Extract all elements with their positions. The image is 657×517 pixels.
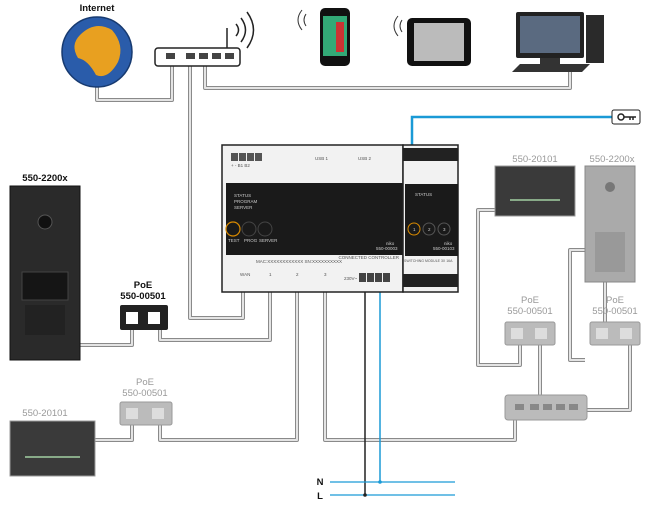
mains-wiring xyxy=(330,115,612,497)
server-label: SERVER xyxy=(259,238,278,243)
poe-model-label: 550-00501 xyxy=(120,291,166,302)
neutral-label: N xyxy=(317,477,324,488)
channel-1-label: 1 xyxy=(413,227,416,232)
live-label: L xyxy=(317,491,323,502)
connected-controller-label: CONNECTED CONTROLLER xyxy=(338,255,399,260)
program-led-label: PROGRAM xyxy=(234,199,258,204)
touch-panel-right xyxy=(494,165,576,217)
poe-label: PoE xyxy=(606,295,624,306)
poe-label: PoE xyxy=(134,280,152,291)
door-panel-right-label: 550-2200x xyxy=(590,154,635,165)
poe-injector-right-2: PoE 550-00501 xyxy=(589,295,641,346)
network-switch-icon xyxy=(504,394,588,421)
touch-panel-left-label: 550-20101 xyxy=(22,408,67,419)
server-led-label: SERVER xyxy=(234,205,253,210)
poe-label: PoE xyxy=(136,377,154,388)
poe-injector-middle: PoE 550-00501 xyxy=(119,377,173,426)
usb1-label: USB 1 xyxy=(315,156,329,161)
port-1-label: 1 xyxy=(269,272,272,277)
poe-model-label: 550-00501 xyxy=(122,388,167,399)
poe-model-label: 550-00501 xyxy=(507,306,552,317)
desktop-computer-icon xyxy=(512,12,604,72)
prog-button[interactable] xyxy=(241,221,257,237)
module-model-label: 550-00103 xyxy=(433,246,455,251)
channel-2-label: 2 xyxy=(428,227,431,232)
switching-module: STATUS 1 2 3 niko 550-00103 SWITCHING MO… xyxy=(402,144,459,293)
test-label: TEST xyxy=(228,238,240,243)
model-label: 550-00003 xyxy=(376,246,398,251)
port-wan-label: WAN xyxy=(240,272,250,277)
door-panel-left-label: 550-2200x xyxy=(22,173,68,184)
tablet-icon xyxy=(393,15,471,66)
router-icon xyxy=(154,11,255,67)
bus-terminals-label: + - B1 B2 xyxy=(231,163,250,168)
brand-label: niko xyxy=(386,241,395,246)
touch-panel-left xyxy=(9,420,96,477)
connected-controller: + - B1 B2 USB 1 USB 2 STATUS PROGRAM SER… xyxy=(221,144,404,293)
usb2-label: USB 2 xyxy=(358,156,372,161)
touch-panel-right-label: 550-20101 xyxy=(512,154,557,165)
globe-icon xyxy=(61,16,133,88)
module-title-label: SWITCHING MODULE 3X 16A xyxy=(404,259,453,263)
poe-model-label: 550-00501 xyxy=(592,306,637,317)
poe-injector-left: PoE 550-00501 xyxy=(120,280,168,330)
module-status-label: STATUS xyxy=(415,192,432,197)
prog-label: PROG xyxy=(244,238,258,243)
smartphone-icon xyxy=(297,8,350,66)
voltage-label: 230V~ xyxy=(344,276,358,281)
server-button[interactable] xyxy=(257,221,273,237)
door-panel-right xyxy=(584,165,636,283)
door-panel-left xyxy=(9,185,81,361)
network-cables xyxy=(80,66,632,442)
poe-label: PoE xyxy=(521,295,539,306)
internet-label: Internet xyxy=(80,3,116,14)
key-switch-icon xyxy=(611,109,641,125)
port-2-label: 2 xyxy=(296,272,299,277)
mac-label: MAC:XXXXXXXXXXXX SN:XXXXXXXXXX xyxy=(256,259,342,264)
poe-injector-right-1: PoE 550-00501 xyxy=(504,295,556,346)
port-3-label: 3 xyxy=(324,272,327,277)
test-button[interactable] xyxy=(225,221,241,237)
channel-3-label: 3 xyxy=(443,227,446,232)
module-brand-label: niko xyxy=(444,241,453,246)
status-led-label: STATUS xyxy=(234,193,251,198)
